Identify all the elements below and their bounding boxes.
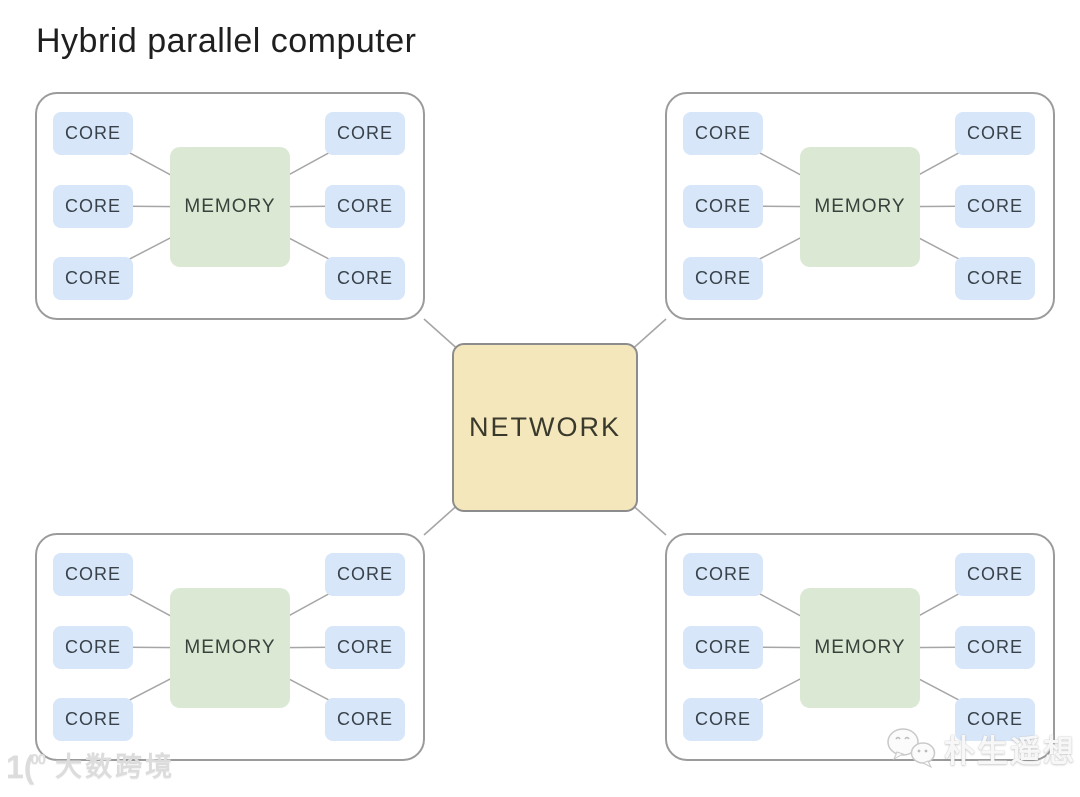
compute-node-bottom-right: CORE CORE CORE CORE CORE CORE MEMORY bbox=[665, 533, 1055, 761]
memory-box: MEMORY bbox=[170, 147, 290, 267]
core-box: CORE bbox=[53, 257, 133, 300]
diagram-title: Hybrid parallel computer bbox=[36, 22, 417, 60]
memory-box: MEMORY bbox=[800, 147, 920, 267]
core-box: CORE bbox=[683, 553, 763, 596]
core-box: CORE bbox=[955, 185, 1035, 228]
network-box: NETWORK bbox=[452, 343, 638, 512]
core-box: CORE bbox=[683, 626, 763, 669]
core-box: CORE bbox=[53, 698, 133, 741]
memory-box: MEMORY bbox=[170, 588, 290, 708]
memory-box: MEMORY bbox=[800, 588, 920, 708]
dashukuajing-logo-icon: 1(00 bbox=[6, 749, 46, 785]
core-box: CORE bbox=[955, 553, 1035, 596]
core-box: CORE bbox=[683, 185, 763, 228]
core-box: CORE bbox=[325, 553, 405, 596]
core-box: CORE bbox=[53, 626, 133, 669]
core-box: CORE bbox=[325, 698, 405, 741]
core-box: CORE bbox=[955, 626, 1035, 669]
core-box: CORE bbox=[955, 698, 1035, 741]
core-box: CORE bbox=[53, 185, 133, 228]
watermark-text: 朴生遥想 bbox=[944, 734, 1076, 769]
core-box: CORE bbox=[325, 112, 405, 155]
compute-node-bottom-left: CORE CORE CORE CORE CORE CORE MEMORY bbox=[35, 533, 425, 761]
core-box: CORE bbox=[325, 626, 405, 669]
core-box: CORE bbox=[683, 112, 763, 155]
core-box: CORE bbox=[955, 112, 1035, 155]
watermark-bottom-right: 朴生遥想 bbox=[884, 726, 1076, 771]
core-box: CORE bbox=[683, 257, 763, 300]
core-box: CORE bbox=[325, 185, 405, 228]
core-box: CORE bbox=[53, 553, 133, 596]
compute-node-top-left: CORE CORE CORE CORE CORE CORE MEMORY bbox=[35, 92, 425, 320]
compute-node-top-right: CORE CORE CORE CORE CORE CORE MEMORY bbox=[665, 92, 1055, 320]
core-box: CORE bbox=[325, 257, 405, 300]
core-box: CORE bbox=[53, 112, 133, 155]
core-box: CORE bbox=[955, 257, 1035, 300]
wechat-icon bbox=[887, 727, 936, 768]
watermark-bottom-left: 1(00 大数跨境 bbox=[6, 751, 175, 783]
watermark-text: 大数跨境 bbox=[55, 752, 176, 783]
core-box: CORE bbox=[683, 698, 763, 741]
